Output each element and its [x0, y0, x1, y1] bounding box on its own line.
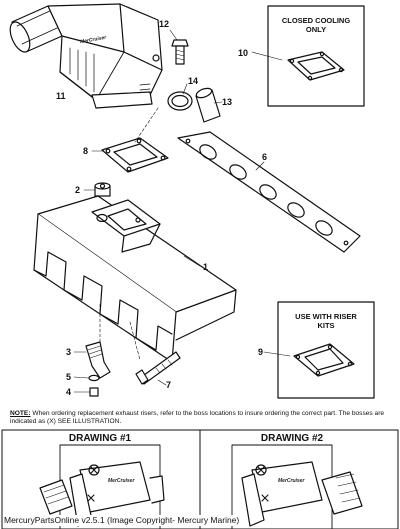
note-label: NOTE: [10, 410, 31, 417]
callout-10: 10 [238, 48, 249, 58]
drawing-2-sketch [231, 444, 363, 529]
part-6-manifold-gasket [177, 131, 361, 253]
callout-12: 12 [159, 19, 170, 29]
closed-cooling-label: CLOSED COOLING ONLY [281, 16, 351, 34]
riser-kits-label: USE WITH RISER KITS [295, 312, 357, 330]
note-text: When ordering replacement exhaust risers… [10, 410, 385, 425]
callout-4: 4 [66, 387, 72, 397]
brand-mark-drawing-2: MerCruiser [278, 478, 305, 484]
part-5-oring [73, 374, 100, 382]
copyright-footer: MercuryPartsOnline v2.5.1 (Image Copyrig… [4, 515, 243, 526]
callout-5: 5 [66, 372, 72, 382]
part-1-exhaust-manifold [33, 195, 237, 363]
callout-6: 6 [262, 152, 268, 162]
drawing-2-title: DRAWING #2 [260, 433, 324, 444]
part-13-sleeve [195, 87, 223, 123]
callout-3: 3 [66, 347, 72, 357]
part-7-stud [135, 351, 181, 386]
closed-cooling-box [251, 5, 365, 107]
callout-8: 8 [83, 146, 89, 156]
drawing-1-title: DRAWING #1 [68, 433, 132, 444]
callout-9: 9 [258, 347, 264, 357]
callout-2: 2 [75, 185, 81, 195]
callout-14: 14 [188, 76, 199, 86]
part-11-exhaust-elbow [9, 3, 163, 109]
part-12-bolt [169, 29, 189, 65]
drawing-1-sketch [39, 444, 165, 529]
callout-1: 1 [203, 262, 209, 272]
ordering-note: NOTE: When ordering replacement exhaust … [10, 410, 390, 426]
callout-7: 7 [166, 380, 172, 390]
callout-11: 11 [56, 91, 66, 101]
callout-13: 13 [222, 97, 233, 107]
riser-kits-box [263, 301, 375, 399]
part-4-plug [73, 387, 99, 397]
part-8-gasket [91, 107, 169, 173]
part-2-plug [83, 182, 111, 197]
part-3-fitting [73, 341, 111, 379]
part-14-clamp [167, 83, 193, 111]
brand-mark-drawing-1: MerCruiser [108, 478, 135, 484]
